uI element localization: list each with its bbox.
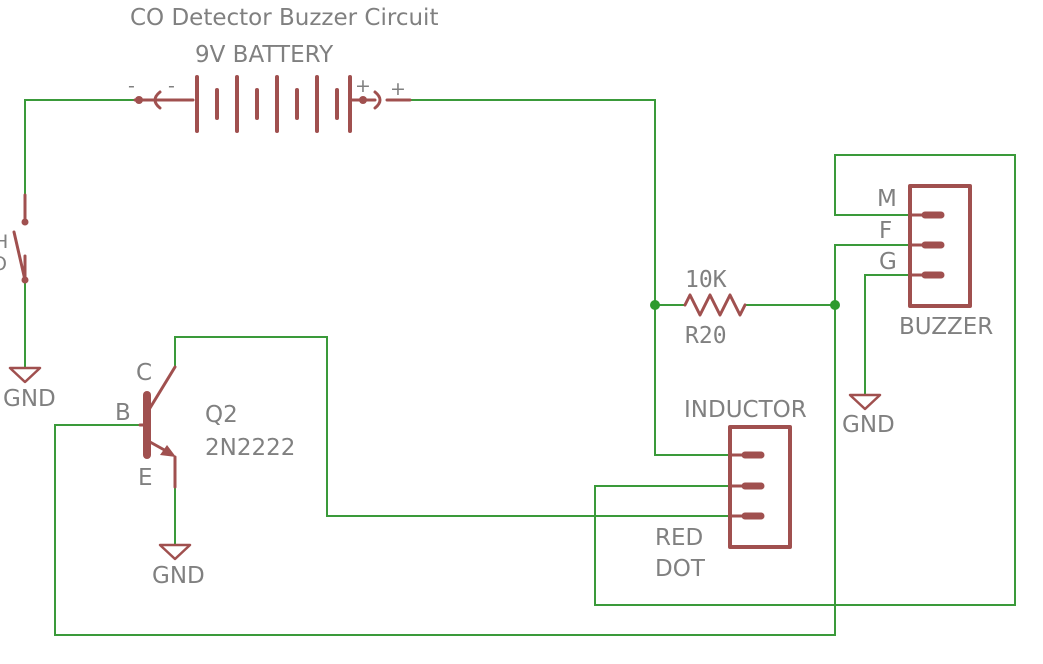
inductor: INDUCTOR RED DOT — [655, 397, 807, 582]
buzzer-pin-g: G — [879, 249, 897, 275]
buzzer-pin-f: F — [879, 218, 892, 244]
diagram-title: CO Detector Buzzer Circuit — [130, 5, 438, 31]
junction-left — [650, 300, 660, 310]
wire-buzzer-f-to-base — [54, 244, 911, 636]
buzzer: M F G BUZZER — [877, 184, 993, 340]
battery-cells — [195, 75, 352, 133]
wire-resistor-to-inductor — [654, 304, 731, 456]
wire-battery-pos-to-resistor — [409, 99, 656, 306]
inductor-name: INDUCTOR — [684, 397, 807, 423]
gnd-buzzer: GND — [842, 393, 895, 438]
battery: 9V BATTERY - - + + — [128, 42, 412, 133]
transistor-value: 2N2222 — [205, 435, 295, 461]
resistor-r20: 10K R20 — [683, 267, 747, 349]
transistor-pin-b: B — [115, 400, 131, 426]
gnd-buzzer-label: GND — [842, 412, 895, 438]
battery-pos-pin: + — [355, 75, 371, 97]
transistor-q2: C B E Q2 2N2222 — [115, 360, 295, 491]
wire-buzzer-g-to-gnd — [864, 274, 911, 396]
switch-label-2: O — [0, 253, 7, 275]
inductor-note-2: DOT — [655, 556, 706, 582]
wires — [24, 99, 1016, 636]
junction-right — [830, 300, 840, 310]
battery-pos-lead: + — [390, 78, 406, 100]
battery-name: 9V BATTERY — [195, 42, 334, 68]
switch-label-1: H — [0, 231, 8, 253]
battery-neg-lead: - — [168, 75, 175, 97]
switch: H O — [0, 193, 29, 284]
transistor-pin-e: E — [138, 465, 153, 491]
transistor-pin-c: C — [136, 360, 152, 386]
wire-collector-to-inductor — [174, 336, 731, 517]
gnd-switch: GND — [3, 366, 56, 412]
transistor-name: Q2 — [205, 402, 238, 428]
inductor-note-1: RED — [655, 525, 703, 551]
wire-buzzer-m-loop — [594, 154, 1016, 606]
buzzer-name: BUZZER — [899, 314, 993, 340]
battery-neg-pin: - — [128, 75, 135, 97]
buzzer-pin-m: M — [877, 186, 897, 212]
resistor-value: 10K — [685, 267, 727, 293]
gnd-switch-label: GND — [3, 386, 56, 412]
gnd-transistor: GND — [152, 543, 205, 589]
wire-battery-neg-to-switch — [24, 99, 136, 196]
gnd-transistor-label: GND — [152, 563, 205, 589]
resistor-name: R20 — [685, 323, 727, 349]
